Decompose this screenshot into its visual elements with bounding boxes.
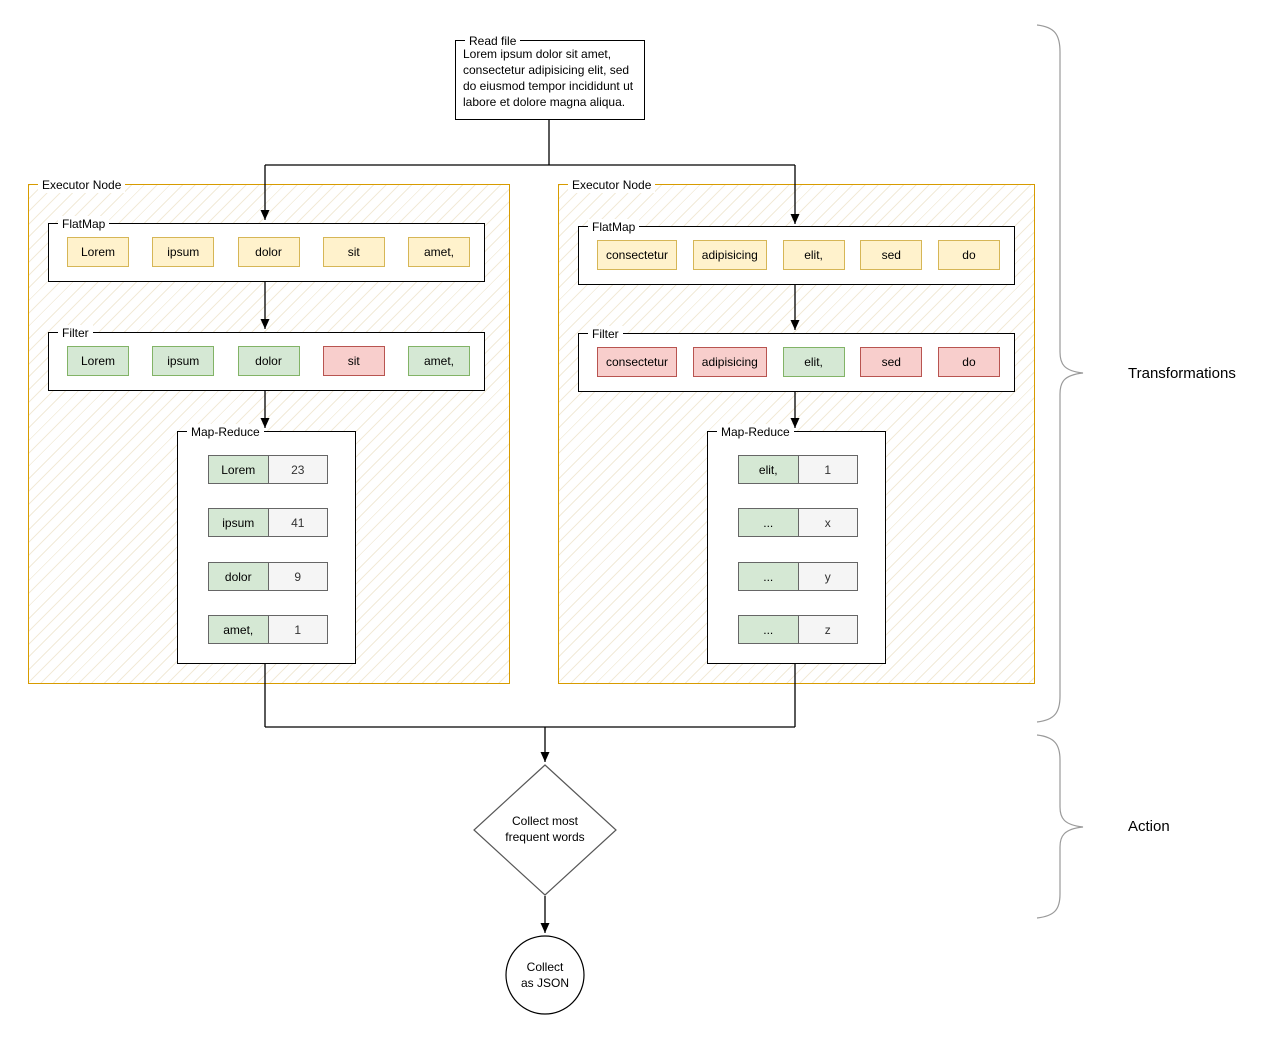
- value-cell: 1: [798, 455, 858, 484]
- executor-node-left-label: Executor Node: [38, 177, 126, 193]
- filter-right-label: Filter: [588, 326, 623, 342]
- filter-left-label: Filter: [58, 325, 93, 341]
- word-chip: do: [937, 240, 1000, 270]
- word-chip: consectetur: [597, 347, 678, 377]
- mapreduce-right-label: Map-Reduce: [717, 424, 794, 440]
- brace-action: [1036, 734, 1084, 919]
- value-cell: 23: [268, 455, 328, 484]
- value-cell: 41: [268, 508, 328, 537]
- key-cell: amet,: [208, 615, 269, 644]
- filter-right-chips: consectetur adipisicing elit, sed do: [579, 347, 1014, 377]
- read-file-line: Lorem ipsum dolor sit amet,: [463, 47, 612, 61]
- word-chip: dolor: [237, 346, 300, 376]
- transformations-label: Transformations: [1128, 365, 1236, 382]
- executor-node-left: Executor Node FlatMap Lorem ipsum dolor …: [28, 177, 510, 684]
- key-cell: ipsum: [208, 508, 269, 537]
- filter-box-left: Filter Lorem ipsum dolor sit amet,: [48, 325, 485, 391]
- read-file-line: do eiusmod tempor incididunt ut: [463, 79, 634, 93]
- keyvalue-row: Lorem 23: [208, 455, 328, 484]
- keyvalue-row: ... x: [738, 508, 858, 537]
- keyvalue-row: amet, 1: [208, 615, 328, 644]
- circle-label: Collect as JSON: [500, 959, 590, 991]
- value-cell: z: [798, 615, 858, 644]
- word-chip: consectetur: [597, 240, 678, 270]
- diamond-label: Collect most frequent words: [475, 813, 615, 845]
- mapreduce-left-label: Map-Reduce: [187, 424, 264, 440]
- key-cell: ...: [738, 615, 799, 644]
- brace-transformations: [1036, 24, 1084, 723]
- read-file-line: consectetur adipisicing elit, sed: [463, 63, 630, 77]
- flatmap-box-left: FlatMap Lorem ipsum dolor sit amet,: [48, 216, 485, 282]
- word-chip: sed: [860, 347, 923, 377]
- word-chip: ipsum: [152, 237, 215, 267]
- flatmap-left-chips: Lorem ipsum dolor sit amet,: [49, 237, 484, 267]
- keyvalue-row: ipsum 41: [208, 508, 328, 537]
- filter-box-right: Filter consectetur adipisicing elit, sed…: [578, 326, 1015, 392]
- key-cell: ...: [738, 508, 799, 537]
- keyvalue-row: dolor 9: [208, 562, 328, 591]
- word-chip: adipisicing: [692, 240, 767, 270]
- word-chip: amet,: [408, 237, 470, 267]
- diamond-label-line: frequent words: [505, 830, 585, 844]
- word-chip: amet,: [408, 346, 470, 376]
- word-chip: adipisicing: [692, 347, 767, 377]
- executor-node-right: Executor Node FlatMap consectetur adipis…: [558, 177, 1035, 684]
- key-cell: ...: [738, 562, 799, 591]
- word-chip: sit: [322, 237, 385, 267]
- executor-node-right-label: Executor Node: [568, 177, 656, 193]
- value-cell: 9: [268, 562, 328, 591]
- value-cell: y: [798, 562, 858, 591]
- word-chip: Lorem: [67, 237, 129, 267]
- keyvalue-row: elit, 1: [738, 455, 858, 484]
- value-cell: 1: [268, 615, 328, 644]
- action-label: Action: [1128, 818, 1170, 835]
- word-chip: dolor: [237, 237, 300, 267]
- word-chip: elit,: [782, 240, 845, 270]
- word-chip: Lorem: [67, 346, 129, 376]
- filter-left-chips: Lorem ipsum dolor sit amet,: [49, 346, 484, 376]
- flatmap-left-label: FlatMap: [58, 216, 110, 232]
- keyvalue-row: ... z: [738, 615, 858, 644]
- word-chip: sit: [322, 346, 385, 376]
- key-cell: Lorem: [208, 455, 269, 484]
- diamond-label-line: Collect most: [511, 814, 579, 828]
- circle-label-line: Collect: [526, 960, 564, 974]
- flatmap-right-chips: consectetur adipisicing elit, sed do: [579, 240, 1014, 270]
- read-file-label: Read file: [465, 33, 521, 49]
- read-file-text: Lorem ipsum dolor sit amet, consectetur …: [456, 41, 644, 110]
- key-cell: elit,: [738, 455, 799, 484]
- word-chip: sed: [860, 240, 923, 270]
- key-cell: dolor: [208, 562, 269, 591]
- word-chip: ipsum: [152, 346, 215, 376]
- read-file-line: labore et dolore magna aliqua.: [463, 95, 626, 109]
- mapreduce-box-left: Map-Reduce Lorem 23 ipsum 41 dolor 9 ame…: [177, 424, 356, 664]
- read-file-node: Read file Lorem ipsum dolor sit amet, co…: [455, 33, 645, 120]
- mapreduce-box-right: Map-Reduce elit, 1 ... x ... y ... z: [707, 424, 886, 664]
- flatmap-right-label: FlatMap: [588, 219, 640, 235]
- value-cell: x: [798, 508, 858, 537]
- flatmap-box-right: FlatMap consectetur adipisicing elit, se…: [578, 219, 1015, 285]
- circle-label-line: as JSON: [520, 976, 569, 990]
- word-chip: elit,: [782, 347, 845, 377]
- word-chip: do: [937, 347, 1000, 377]
- keyvalue-row: ... y: [738, 562, 858, 591]
